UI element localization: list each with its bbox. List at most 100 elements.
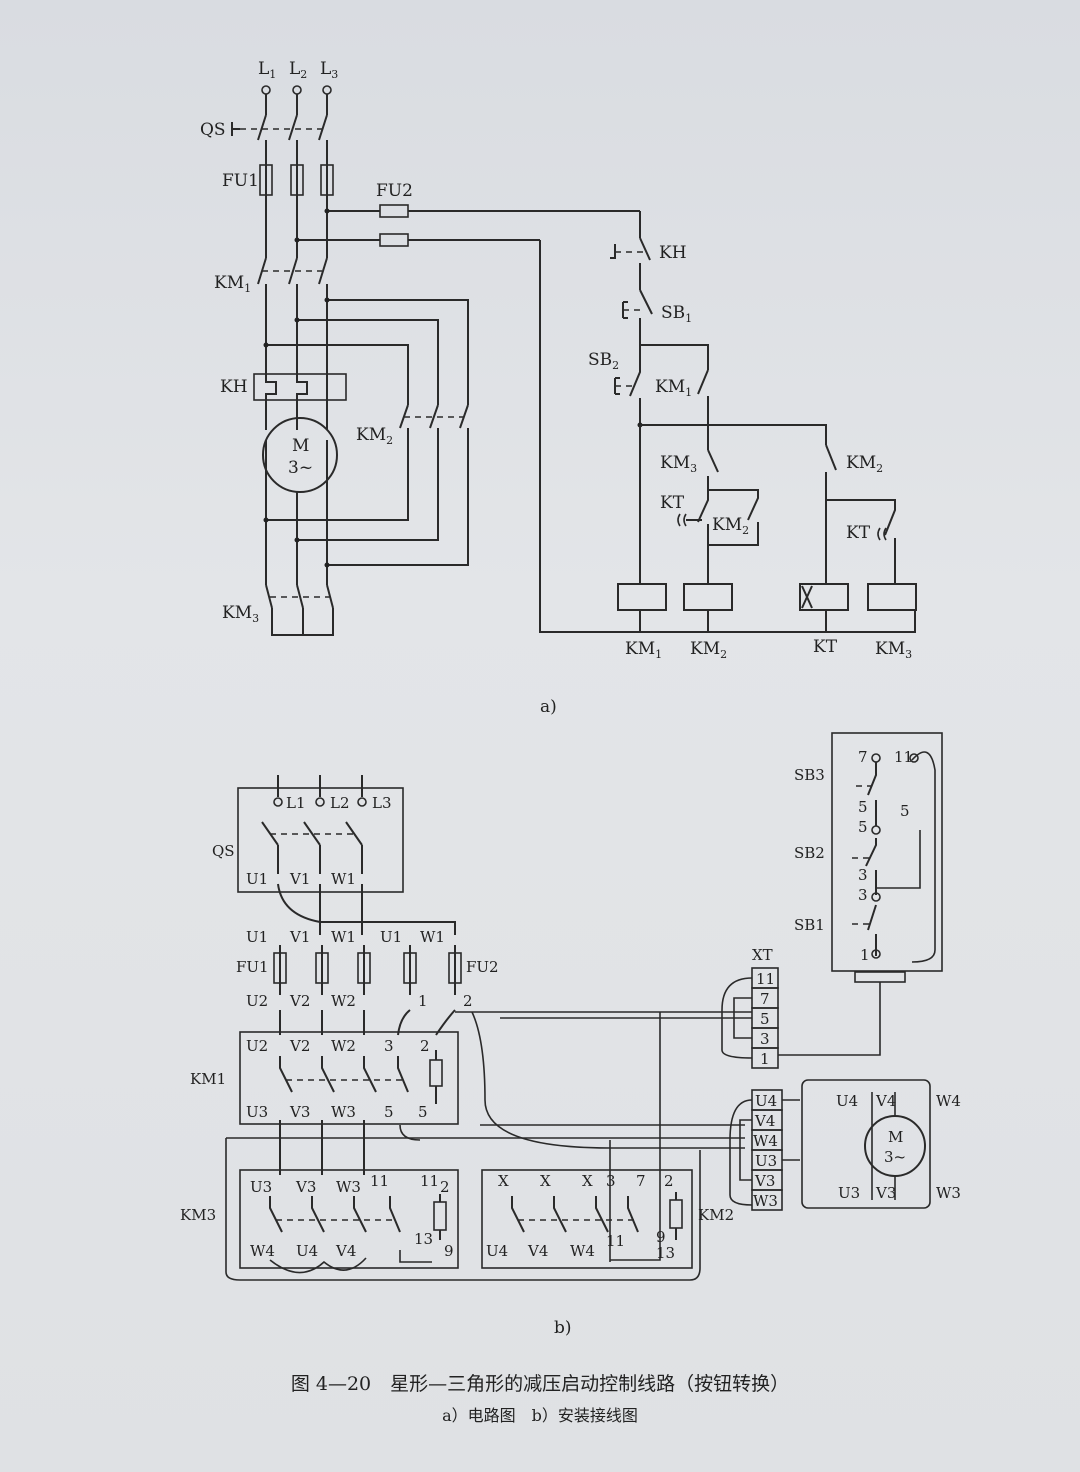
svg-text:11: 11 [370, 1172, 389, 1190]
b-r3-2: 2 [463, 992, 473, 1010]
svg-text:W3: W3 [331, 1103, 356, 1121]
svg-text:V3: V3 [754, 1172, 775, 1190]
svg-text:7: 7 [636, 1172, 646, 1190]
motor-phase-a: 3~ [288, 458, 313, 478]
xt-label: XT [752, 946, 773, 964]
km2-right-label: KM2 [846, 453, 883, 475]
svg-text:3: 3 [606, 1172, 616, 1190]
motor-symbol-b [864, 1115, 926, 1177]
km2-box [481, 1169, 693, 1269]
kh-contact-label: KH [659, 243, 687, 263]
svg-text:5: 5 [760, 1010, 770, 1028]
xt-power-terminals: U4 V4 W4 U3 V3 W3 [729, 1089, 800, 1211]
figure-caption: 图 4—20 星形—三角形的减压启动控制线路（按钮转换） [290, 1373, 790, 1395]
svg-text:9: 9 [444, 1242, 454, 1260]
b-km2-label: KM2 [698, 1206, 734, 1224]
svg-text:1: 1 [860, 946, 870, 964]
xt-ctrl-terminals: 11 7 5 3 1 [721, 967, 779, 1069]
km1-power-label: KM1 [214, 273, 251, 295]
svg-text:V3: V3 [289, 1103, 310, 1121]
phase-label-1: L1 [258, 59, 276, 81]
fu2-label: FU2 [376, 181, 413, 201]
km1-box [239, 1031, 459, 1125]
svg-text:11: 11 [894, 748, 913, 766]
svg-text:W4: W4 [936, 1092, 961, 1110]
km3-aux-label: KM3 [660, 453, 697, 475]
b-r2-w1: W1 [331, 928, 356, 946]
svg-text:5: 5 [858, 818, 868, 836]
b-r3-1: 1 [418, 992, 428, 1010]
b-label-l3: L3 [372, 794, 392, 812]
b-qs-label: QS [212, 842, 235, 860]
coil-km1 [617, 583, 667, 611]
svg-text:13: 13 [414, 1230, 433, 1248]
svg-text:W3: W3 [936, 1184, 961, 1202]
qs-label: QS [200, 120, 226, 140]
svg-text:3: 3 [760, 1030, 770, 1048]
svg-text:V2: V2 [289, 1037, 310, 1055]
svg-text:3: 3 [858, 866, 868, 884]
svg-text:9: 9 [656, 1228, 666, 1246]
svg-text:U3: U3 [246, 1103, 268, 1121]
phase-label-2: L2 [289, 59, 307, 81]
sb1-label: SB1 [661, 303, 692, 325]
svg-text:U3: U3 [838, 1184, 860, 1202]
b-label-l1: L1 [286, 794, 306, 812]
circuit-a-power: L1 L2 L3 QS FU1 FU2 KM1 KH M [200, 59, 640, 636]
svg-text:V3: V3 [875, 1184, 896, 1202]
km1-aux-label: KM1 [655, 377, 692, 399]
svg-text:3: 3 [858, 886, 868, 904]
circuit-b-wiring: L1 L2 L3 QS U1 V1 W1 U1 V1 W1 U1 W1 FU1 … [180, 732, 961, 1281]
svg-text:V4: V4 [875, 1092, 896, 1110]
b-qs-u1: U1 [246, 870, 268, 888]
coil-km2-label: KM2 [690, 639, 727, 661]
svg-text:2: 2 [420, 1037, 430, 1055]
svg-text:U2: U2 [246, 1037, 268, 1055]
sb2-label: SB2 [588, 350, 619, 372]
coil-km1-label: KM1 [625, 639, 662, 661]
svg-text:V4: V4 [335, 1242, 356, 1260]
svg-text:3: 3 [384, 1037, 394, 1055]
svg-text:W4: W4 [753, 1132, 778, 1150]
b-r3-v2: V2 [289, 992, 310, 1010]
kt-contact-label: KT [660, 493, 685, 513]
svg-text:U4: U4 [755, 1092, 777, 1110]
svg-text:U4: U4 [486, 1242, 508, 1260]
fu1-label: FU1 [222, 171, 259, 191]
b-qs-v1: V1 [289, 870, 310, 888]
motor-label-b: M [888, 1128, 903, 1146]
svg-text:5: 5 [384, 1103, 394, 1121]
b-sb2-label: SB2 [794, 844, 825, 862]
b-fu2-label: FU2 [466, 958, 499, 976]
svg-text:W4: W4 [570, 1242, 595, 1260]
b-sb1-label: SB1 [794, 916, 825, 934]
svg-text:7: 7 [760, 990, 770, 1008]
coil-kt-label: KT [813, 637, 838, 657]
kh-power-label: KH [220, 377, 248, 397]
b-r2-u1: U1 [246, 928, 268, 946]
b-qs-w1: W1 [331, 870, 356, 888]
b-r2-u1b: U1 [380, 928, 402, 946]
kt-right-label: KT [846, 523, 871, 543]
motor-phase-b: 3~ [884, 1148, 906, 1166]
km2-hold-label: KM2 [712, 515, 749, 537]
svg-text:U3: U3 [755, 1152, 777, 1170]
coil-km3 [867, 583, 917, 611]
b-r3-u2: U2 [246, 992, 268, 1010]
svg-text:5: 5 [858, 798, 868, 816]
svg-text:11: 11 [606, 1232, 625, 1250]
svg-text:X: X [582, 1172, 593, 1190]
svg-text:11: 11 [420, 1172, 439, 1190]
motor-box-b [801, 1079, 931, 1209]
km3-box [239, 1169, 459, 1269]
svg-text:V4: V4 [754, 1112, 775, 1130]
b-sb3-label: SB3 [794, 766, 825, 784]
b-r2-v1: V1 [289, 928, 310, 946]
svg-text:W3: W3 [336, 1178, 361, 1196]
svg-text:5: 5 [900, 802, 910, 820]
b-km1-label: KM1 [190, 1070, 226, 1088]
svg-text:5: 5 [418, 1103, 428, 1121]
svg-text:V4: V4 [527, 1242, 548, 1260]
part-a-label: a) [540, 697, 557, 717]
